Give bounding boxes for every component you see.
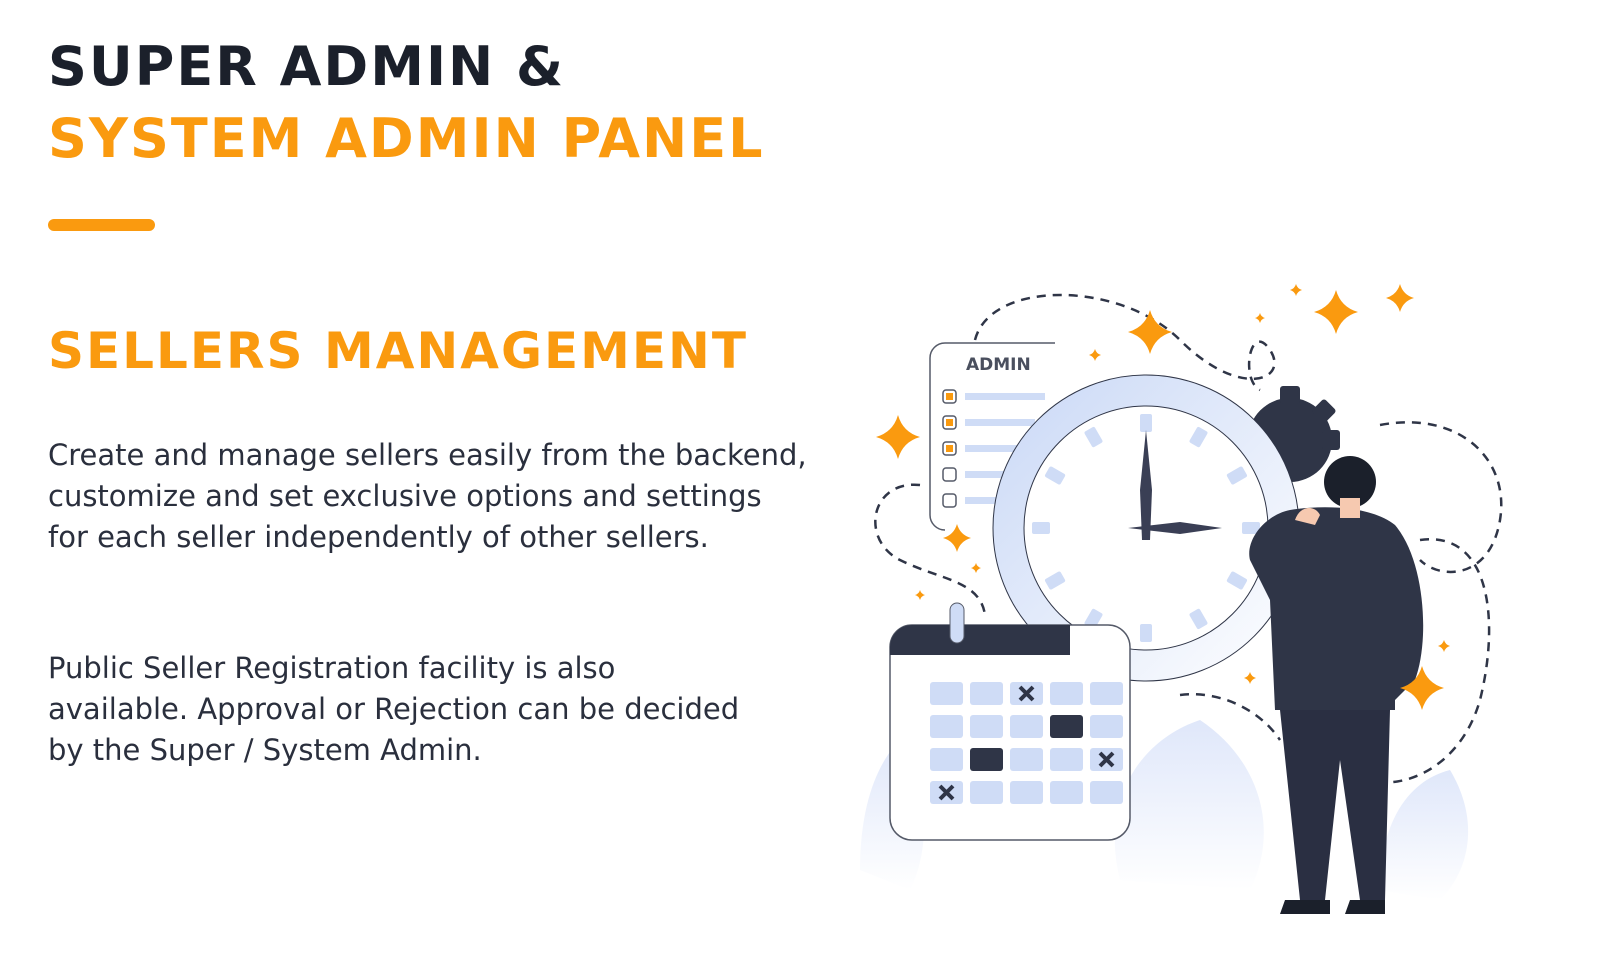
sparkle-decoration bbox=[876, 284, 1450, 710]
businessman-figure bbox=[1249, 456, 1424, 914]
title-line-2: SYSTEM ADMIN PANEL bbox=[48, 107, 765, 170]
checkbox-icon bbox=[942, 467, 957, 482]
checklist-title: ADMIN bbox=[966, 355, 1031, 375]
leaves-decoration bbox=[860, 720, 1469, 900]
section-title: SELLERS MANAGEMENT bbox=[48, 322, 749, 380]
description-paragraph-1: Create and manage sellers easily from th… bbox=[48, 438, 807, 554]
dashed-path-decoration bbox=[874, 293, 1503, 784]
calendar-icon bbox=[889, 602, 1131, 841]
description-paragraph-2: Public Seller Registration facility is a… bbox=[48, 651, 740, 767]
accent-divider bbox=[48, 219, 155, 231]
checkbox-icon bbox=[942, 493, 957, 508]
clock-icon bbox=[992, 374, 1300, 682]
title-line-1: SUPER ADMIN & bbox=[48, 35, 566, 98]
admin-checklist-card: ADMIN bbox=[929, 342, 1055, 531]
